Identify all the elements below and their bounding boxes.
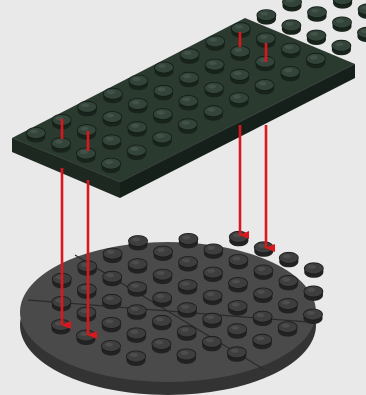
stud [202,336,221,351]
stud [103,271,122,286]
stud [283,0,302,12]
stud [358,27,366,42]
stud [152,338,171,353]
stud [52,138,71,153]
stud [281,43,300,58]
stud [153,292,172,307]
stud [204,244,223,259]
stud [179,96,198,111]
stud [205,59,224,74]
round-plate [20,231,323,395]
stud [253,311,272,326]
stud [77,148,96,163]
stud [205,82,224,97]
stud [279,275,298,290]
stud [257,10,276,25]
stud [177,326,196,341]
stud [127,328,146,343]
stud [179,257,198,272]
stud [306,53,325,68]
stud [230,93,249,108]
stud [254,288,273,303]
stud [228,324,247,339]
stud [152,315,171,330]
stud [358,4,366,19]
stud [103,88,122,103]
stud [154,85,173,100]
stud [102,341,121,356]
stud [178,119,197,134]
stud [228,301,247,316]
stud [153,269,172,284]
stud [129,236,148,251]
stud [204,106,223,121]
stud [279,299,298,314]
stud [155,62,174,77]
plate [12,0,366,198]
stud [103,248,122,263]
stud [178,280,197,295]
stud [103,112,122,127]
stud [308,7,327,22]
stud [78,101,97,116]
stud [229,254,248,269]
stud [127,305,146,320]
stud [204,267,223,282]
stud [304,309,323,324]
stud [254,242,273,257]
stud [282,20,301,35]
stud [254,265,273,280]
stud [281,66,300,81]
stud [102,135,121,150]
stud [129,75,148,90]
stud [178,303,197,318]
stud [180,72,199,87]
stud [128,259,147,274]
stud [153,132,172,147]
stud [333,0,352,9]
stud [128,98,147,113]
stud [180,49,199,64]
stud [128,122,147,137]
stud [27,128,46,143]
stud [253,334,272,349]
stud [304,263,323,278]
stud [278,322,297,337]
stud [177,349,196,364]
stud [154,246,173,261]
stud [102,294,121,309]
stud [179,233,198,248]
stud [255,80,274,95]
stud [206,36,225,51]
stud [227,347,246,362]
stud [203,313,222,328]
stud [229,278,248,293]
stud [279,252,298,267]
stud [153,109,172,124]
stud [304,286,323,301]
stud [203,290,222,305]
stud [127,351,146,366]
stud [332,40,351,55]
stud [77,125,96,140]
round-plate-top [20,242,316,382]
stud [102,317,121,332]
stud [77,307,96,322]
stud [333,17,352,32]
stud [231,46,250,61]
stud [102,158,121,173]
stud [128,282,147,297]
stud [230,69,249,84]
stud [127,145,146,160]
stud [77,330,96,345]
stud [307,30,326,45]
